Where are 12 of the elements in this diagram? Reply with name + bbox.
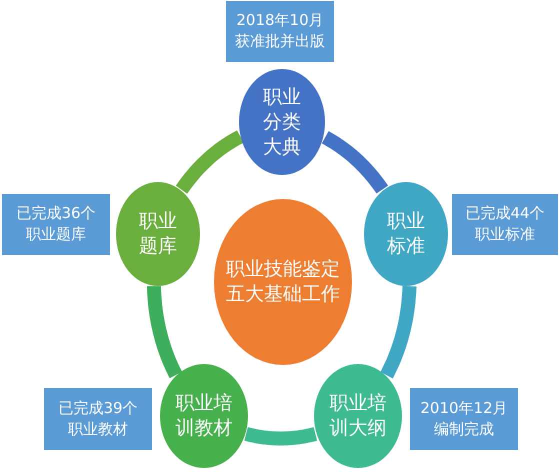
note-box: 2010年12月编制完成 — [410, 388, 518, 450]
topic-circle: 职业分类大典 — [239, 69, 325, 175]
note-box: 已完成36个职业题库 — [2, 194, 110, 254]
topic-circle: 职业标准 — [364, 182, 448, 286]
note-box: 已完成39个职业教材 — [44, 388, 152, 450]
note-box: 2018年10月获准批并出版 — [226, 0, 334, 62]
center-circle: 职业技能鉴定五大基础工作 — [214, 199, 352, 365]
topic-circle: 职业培训大纲 — [314, 364, 402, 468]
ring-arc — [320, 131, 388, 195]
topic-circle: 职业题库 — [116, 182, 200, 286]
topic-circle: 职业培训教材 — [160, 364, 248, 468]
note-box: 已完成44个职业标准 — [452, 194, 558, 254]
